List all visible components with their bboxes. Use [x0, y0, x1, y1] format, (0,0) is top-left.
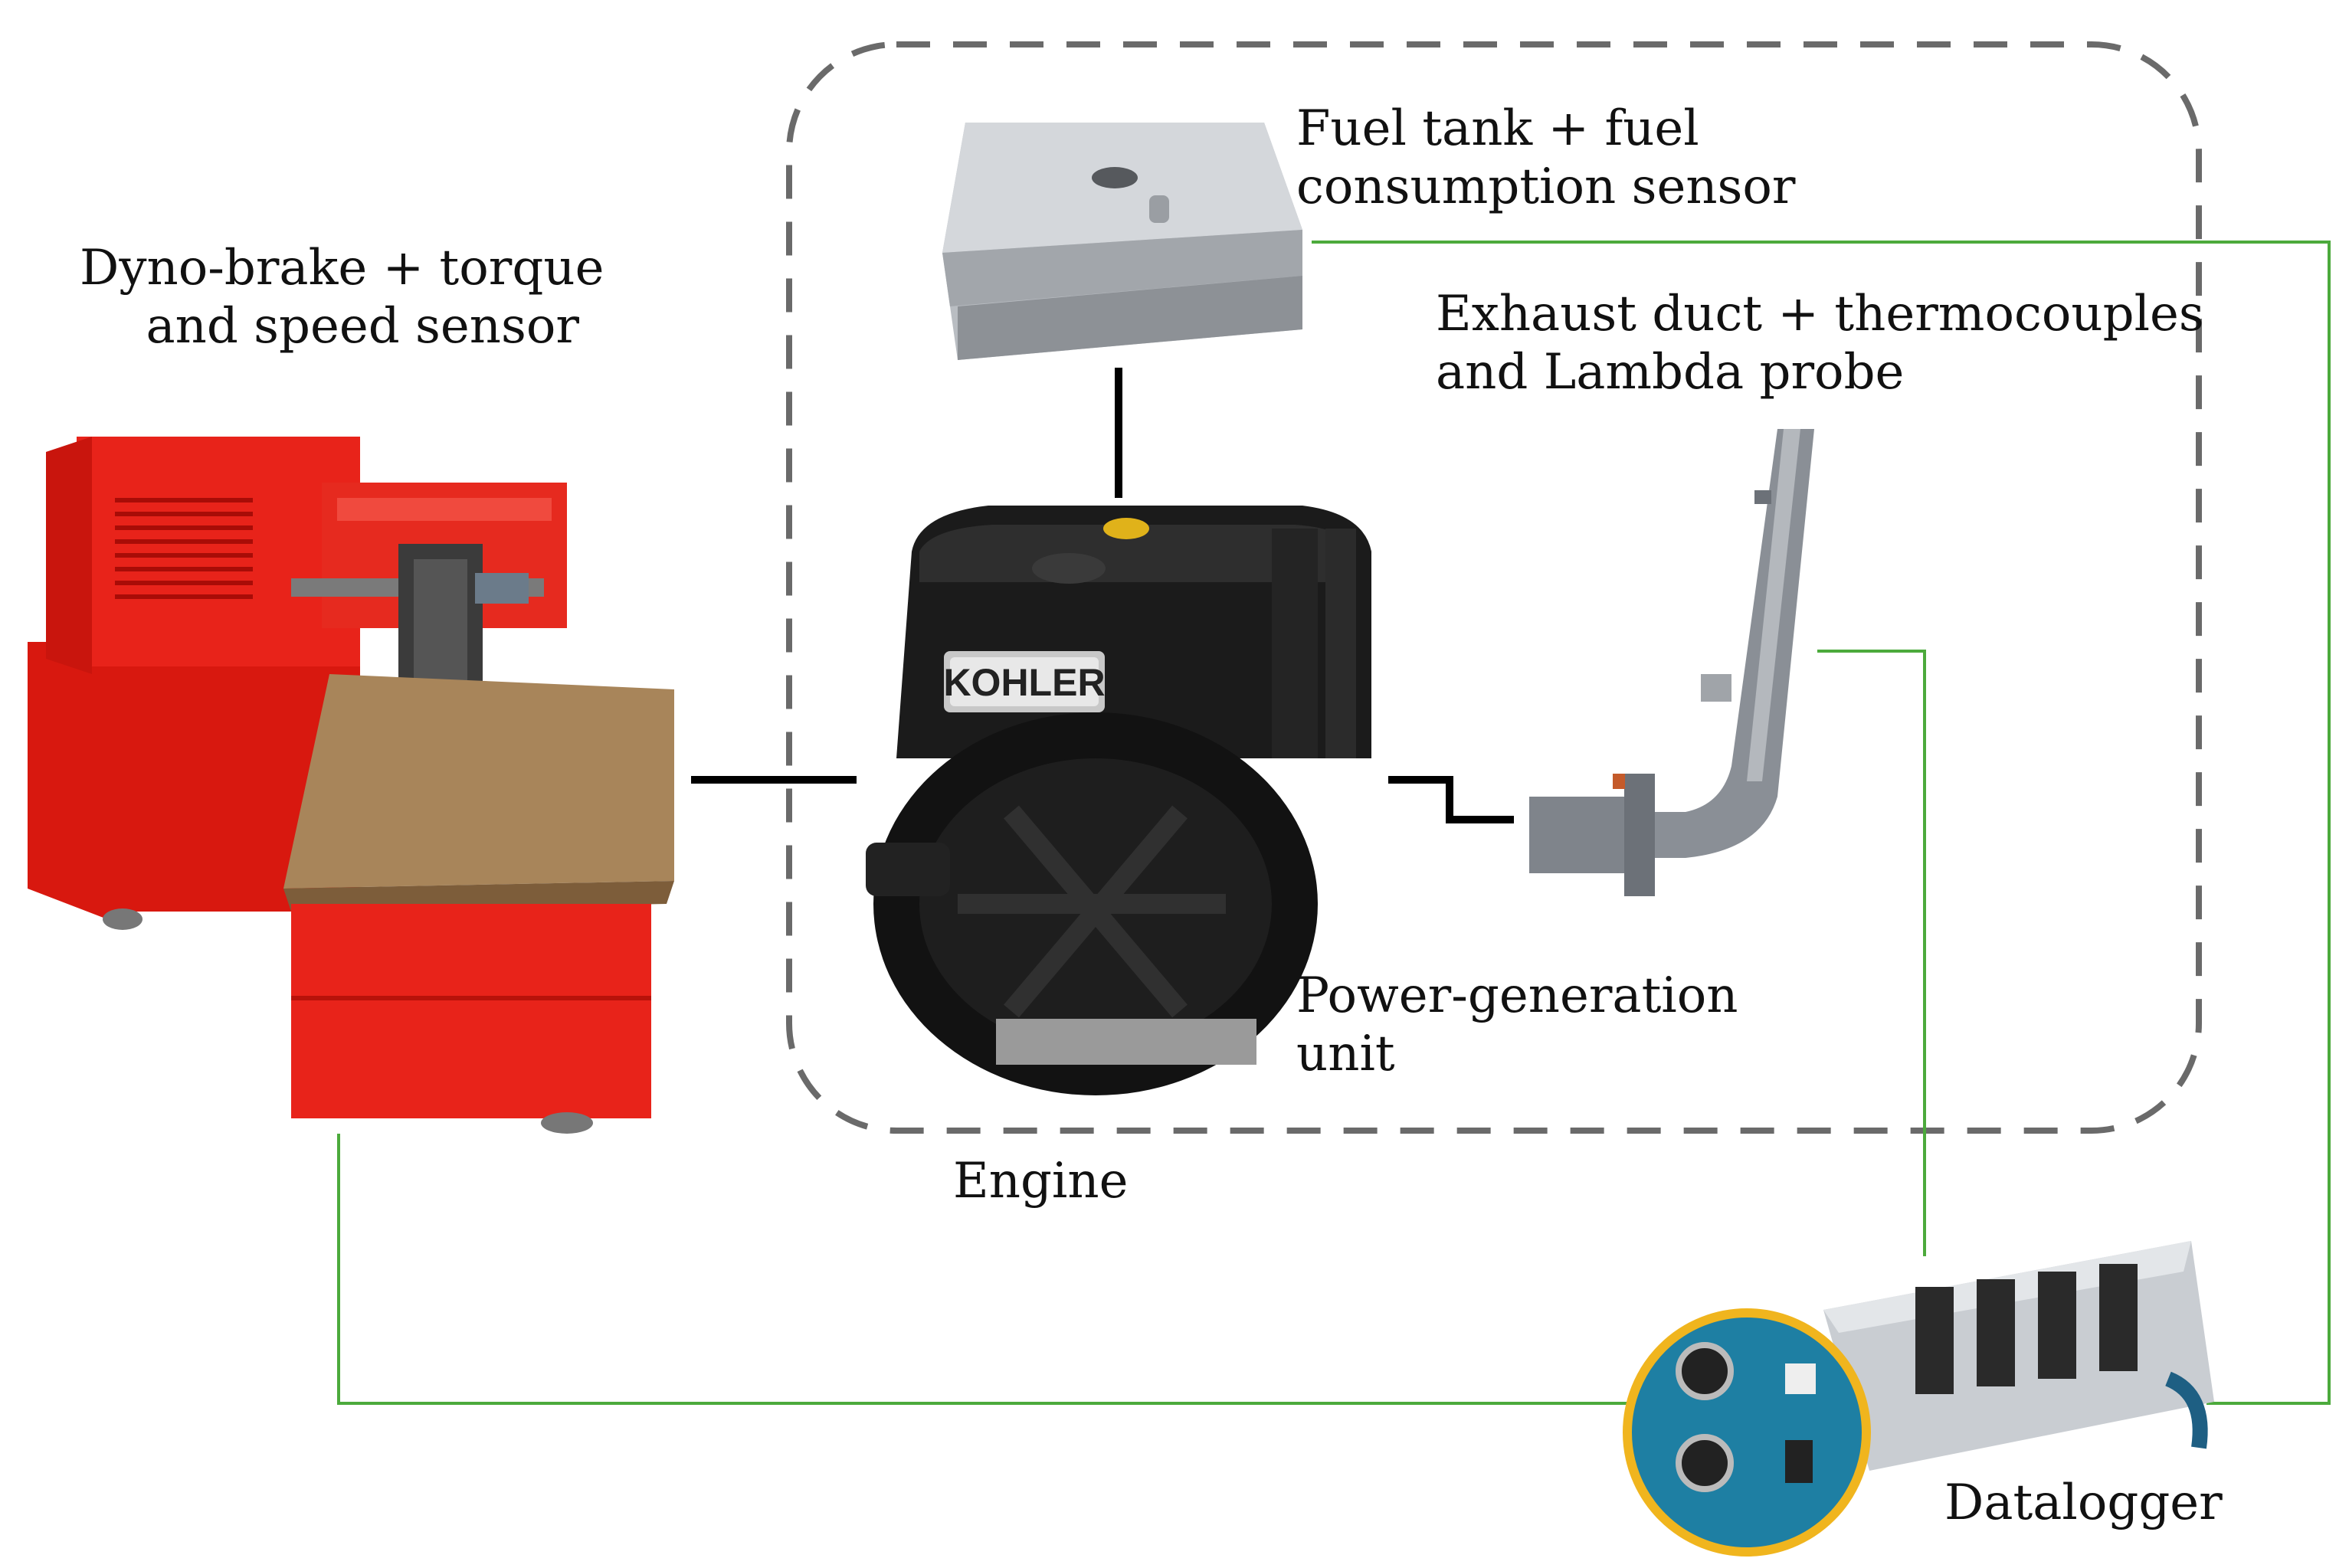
datalogger-icon	[1623, 1241, 2214, 1557]
engine-label: Engine	[953, 1153, 1129, 1210]
power-label-line1: Power-generation	[1296, 967, 1738, 1024]
signal-line-exhaust	[1817, 650, 1926, 1256]
engine-icon	[866, 506, 1371, 1095]
exhaust-label: Exhaust duct + thermocouples and Lambda …	[1436, 285, 2204, 401]
exhaust-label-line2: and Lambda probe	[1436, 344, 1905, 401]
signal-line-fuel	[1312, 241, 2331, 1405]
power-label-line2: unit	[1296, 1026, 1395, 1082]
fuel-label-line1: Fuel tank + fuel	[1296, 100, 1699, 157]
dyno-label: Dyno-brake + torque and speed sensor	[80, 239, 604, 355]
engine-brand-text: KOHLER	[943, 661, 1105, 704]
link-engine-exhaust	[1388, 776, 1514, 823]
engine-boundary	[786, 41, 2202, 1134]
datalogger-label: Datalogger	[1944, 1475, 2223, 1531]
fuel-tank-icon	[942, 123, 1302, 360]
fuel-label-line2: consumption sensor	[1296, 159, 1796, 215]
exhaust-label-line1: Exhaust duct + thermocouples	[1436, 286, 2204, 342]
dyno-brake-icon	[28, 437, 674, 1134]
exhaust-duct-icon	[1529, 429, 1814, 896]
power-label: Power-generation unit	[1296, 967, 1738, 1083]
mechanical-links	[691, 368, 1514, 823]
dyno-label-line1: Dyno-brake + torque	[80, 240, 604, 296]
signal-line-dyno	[337, 1134, 1647, 1405]
fuel-label: Fuel tank + fuel consumption sensor	[1296, 100, 1796, 216]
signal-lines	[337, 241, 2331, 1405]
dyno-label-line2: and speed sensor	[146, 298, 579, 355]
